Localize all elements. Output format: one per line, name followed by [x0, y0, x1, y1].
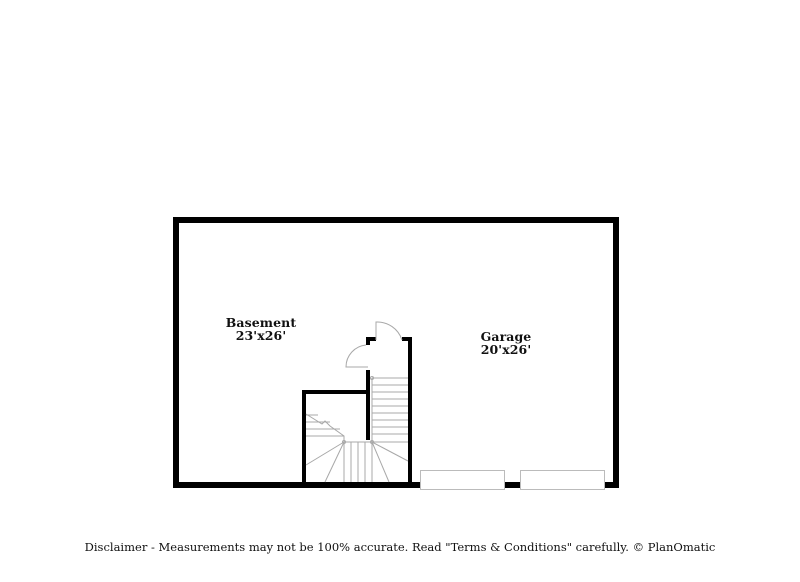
interior-walls	[302, 337, 412, 484]
door-swings	[345, 321, 403, 368]
disclaimer-text: Disclaimer - Measurements may not be 100…	[84, 540, 716, 554]
staircase	[305, 376, 409, 483]
room-label-basement: Basement 23'x26'	[215, 316, 307, 342]
exterior-walls	[173, 217, 619, 488]
room-dimensions: 23'x26'	[235, 328, 287, 343]
room-name: Basement	[225, 315, 297, 330]
room-name: Garage	[480, 329, 532, 344]
room-label-garage: Garage 20'x26'	[466, 330, 546, 356]
room-dimensions: 20'x26'	[480, 342, 532, 357]
garage-doors	[420, 470, 605, 490]
